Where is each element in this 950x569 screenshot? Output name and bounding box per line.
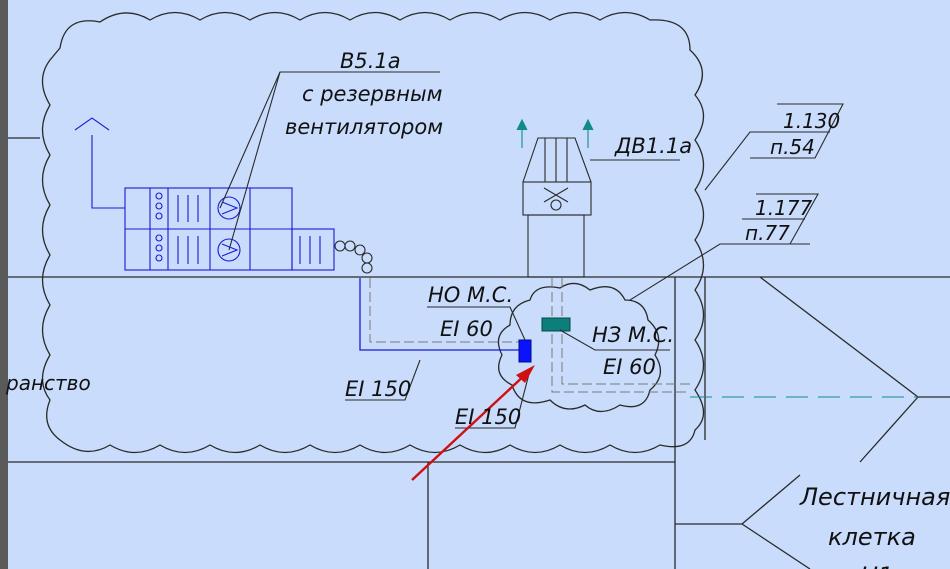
damper-nz-rating: EI 60 <box>603 355 656 379</box>
stair-label-line2: клетка <box>828 523 916 551</box>
unit-line3: вентилятором <box>285 115 443 139</box>
building-walls <box>8 137 950 569</box>
ref1-bottom: п.54 <box>770 135 815 159</box>
unit-line2: с резервным <box>302 82 443 106</box>
damper-nz-label: НЗ М.С. <box>592 323 674 347</box>
viewport-edge <box>0 0 8 569</box>
room-label-left: ранство <box>5 371 91 395</box>
unit-title: В5.1а <box>340 49 401 73</box>
duct-rating-right: EI 150 <box>455 405 521 429</box>
reference-tags <box>728 103 844 245</box>
stair-label-line1: Лестничная <box>799 483 950 511</box>
damper-normally-open[interactable] <box>518 339 532 363</box>
roof-fan-symbol <box>516 118 594 278</box>
duct-rating-left: EI 150 <box>345 377 411 401</box>
flex-connector <box>334 240 373 274</box>
ref2-top: 1.177 <box>755 196 813 220</box>
revision-clouds <box>41 11 705 454</box>
ref1-top: 1.130 <box>783 109 840 133</box>
fan-title: ДВ1.1а <box>614 134 692 158</box>
damper-normally-closed[interactable] <box>541 317 571 332</box>
damper-no-label: НО М.С. <box>428 283 513 307</box>
red-pointer-arrow <box>411 365 535 481</box>
damper-no-rating: EI 60 <box>440 317 493 341</box>
unit-damper-symbols <box>155 192 163 262</box>
ref2-bottom: п.77 <box>745 221 790 245</box>
duct-run <box>359 278 918 398</box>
air-handling-unit <box>74 117 335 271</box>
stair-label-line3: Н1 <box>860 562 893 569</box>
